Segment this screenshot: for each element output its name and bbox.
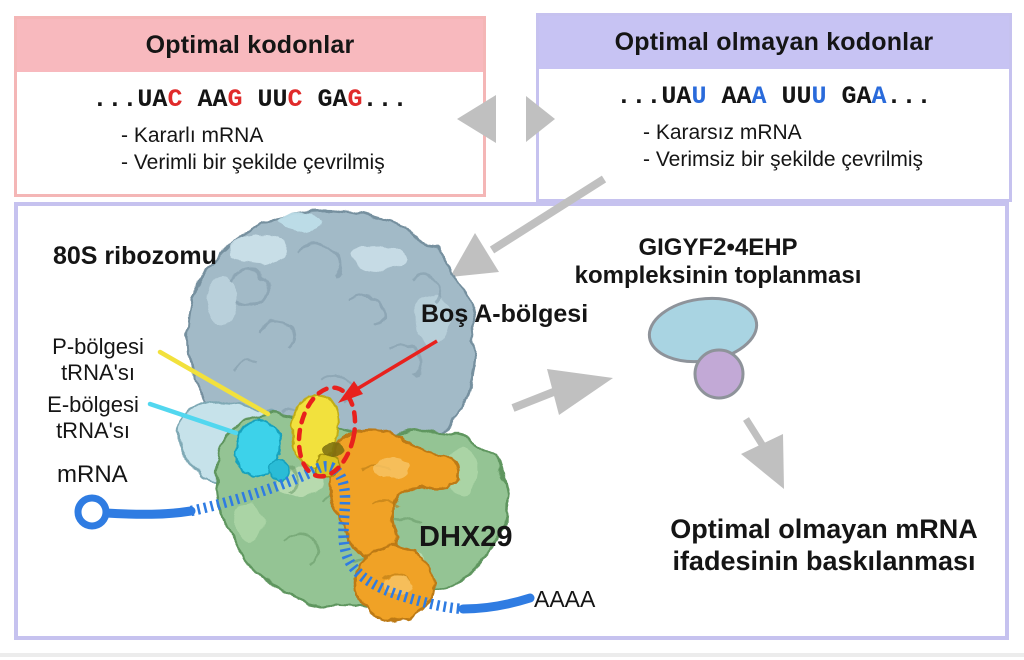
outcome-label: Optimal olmayan mRNA ifadesinin baskılan… [670,514,978,576]
optimal-codons-title: Optimal kodonlar [17,19,483,72]
codon-segment: ...UA [616,82,692,111]
codon-segment: GA [302,85,348,114]
bullet-unstable-mrna: - Kararsız mRNA [643,121,802,144]
nonoptimal-codons-bullets: - Kararsız mRNA - Verimsiz bir şekilde ç… [539,119,1009,173]
codon-segment: U [691,82,707,111]
nonoptimal-codons-box: Optimal olmayan kodonlar ...UAU AAA UUU … [536,13,1012,202]
codon-segment: ... [886,82,932,111]
codon-segment: AA [706,82,752,111]
ribosome-label: 80S ribozomu [53,242,217,270]
codon-segment: G [227,85,243,114]
optimal-codon-sequence: ...UAC AAG UUC GAG... [17,85,483,114]
page-edge-shadow [0,653,1024,657]
p-site-trna-label: P-bölgesi tRNA'sı [52,334,144,385]
codon-segment: G [347,85,363,114]
codon-segment: A [871,82,887,111]
codon-segment: ... [362,85,408,114]
optimal-codons-box: Optimal kodonlar ...UAC AAG UUC GAG... -… [14,16,486,197]
codon-segment: C [287,85,303,114]
dhx29-label: DHX29 [419,521,513,553]
mrna-label: mRNA [57,461,128,488]
codon-segment: U [811,82,827,111]
codon-segment: A [751,82,767,111]
polya-tail-label: AAAA [534,586,596,612]
gigyf2-complex-label: GIGYF2•4EHP kompleksinin toplanması [574,234,862,289]
empty-a-site-label: Boş A-bölgesi [421,300,589,328]
codon-segment: AA [182,85,228,114]
e-site-trna-label: E-bölgesi tRNA'sı [47,392,139,443]
codon-segment: ...UA [92,85,168,114]
codon-segment: GA [826,82,872,111]
nonoptimal-codon-sequence: ...UAU AAA UUU GAA... [539,82,1009,111]
optimal-codons-bullets: - Kararlı mRNA - Verimli bir şekilde çev… [17,122,483,176]
codon-segment: UU [242,85,288,114]
codon-segment: UU [766,82,812,111]
bullet-inefficient-translation: - Verimsiz bir şekilde çevrilmiş [643,148,924,171]
codon-segment: C [167,85,183,114]
bullet-stable-mrna: - Kararlı mRNA [121,124,264,147]
nonoptimal-codons-title: Optimal olmayan kodonlar [539,16,1009,69]
bullet-efficient-translation: - Verimli bir şekilde çevrilmiş [121,151,385,174]
